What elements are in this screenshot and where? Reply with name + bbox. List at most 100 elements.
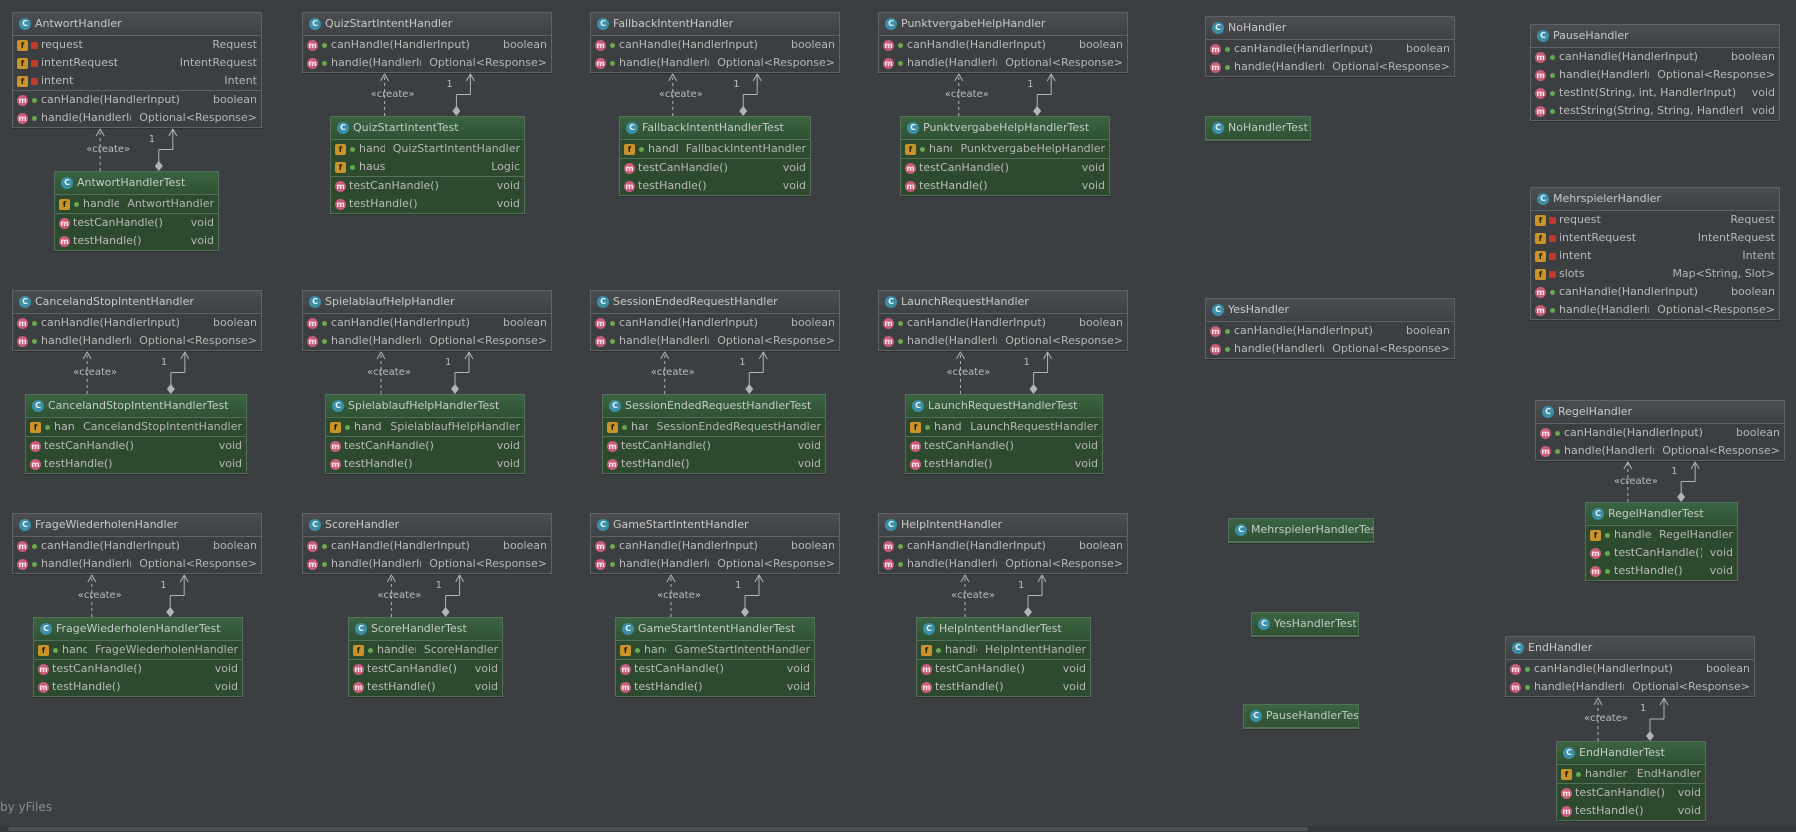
scrollbar-thumb[interactable]: [8, 827, 1308, 831]
field-row[interactable]: fhandlerCancelandStopIntentHandler: [26, 418, 246, 436]
field-row[interactable]: fhandlerAntwortHandler: [55, 195, 218, 213]
field-row[interactable]: fhandlerHelpIntentHandler: [917, 641, 1090, 659]
field-row[interactable]: fhandlerQuizStartIntentHandler: [331, 140, 524, 158]
class-node-canceland-stop-intent-handler-test[interactable]: CCancelandStopIntentHandlerTestfhandlerC…: [25, 394, 247, 474]
class-node-quiz-start-intent-test[interactable]: CQuizStartIntentTestfhandlerQuizStartInt…: [330, 116, 525, 214]
field-row[interactable]: fhandlerPunktvergabeHelpHandler: [901, 140, 1109, 158]
field-row[interactable]: fhandlerFrageWiederholenHandler: [34, 641, 242, 659]
class-node-help-intent-handler-test[interactable]: CHelpIntentHandlerTestfhandlerHelpIntent…: [916, 617, 1091, 697]
class-node-punktvergabe-help-handler-test[interactable]: CPunktvergabeHelpHandlerTestfhandlerPunk…: [900, 116, 1110, 196]
field-row[interactable]: fhandlerSpielablaufHelpHandler: [326, 418, 524, 436]
field-row[interactable]: fhandlerLaunchRequestHandler: [906, 418, 1102, 436]
